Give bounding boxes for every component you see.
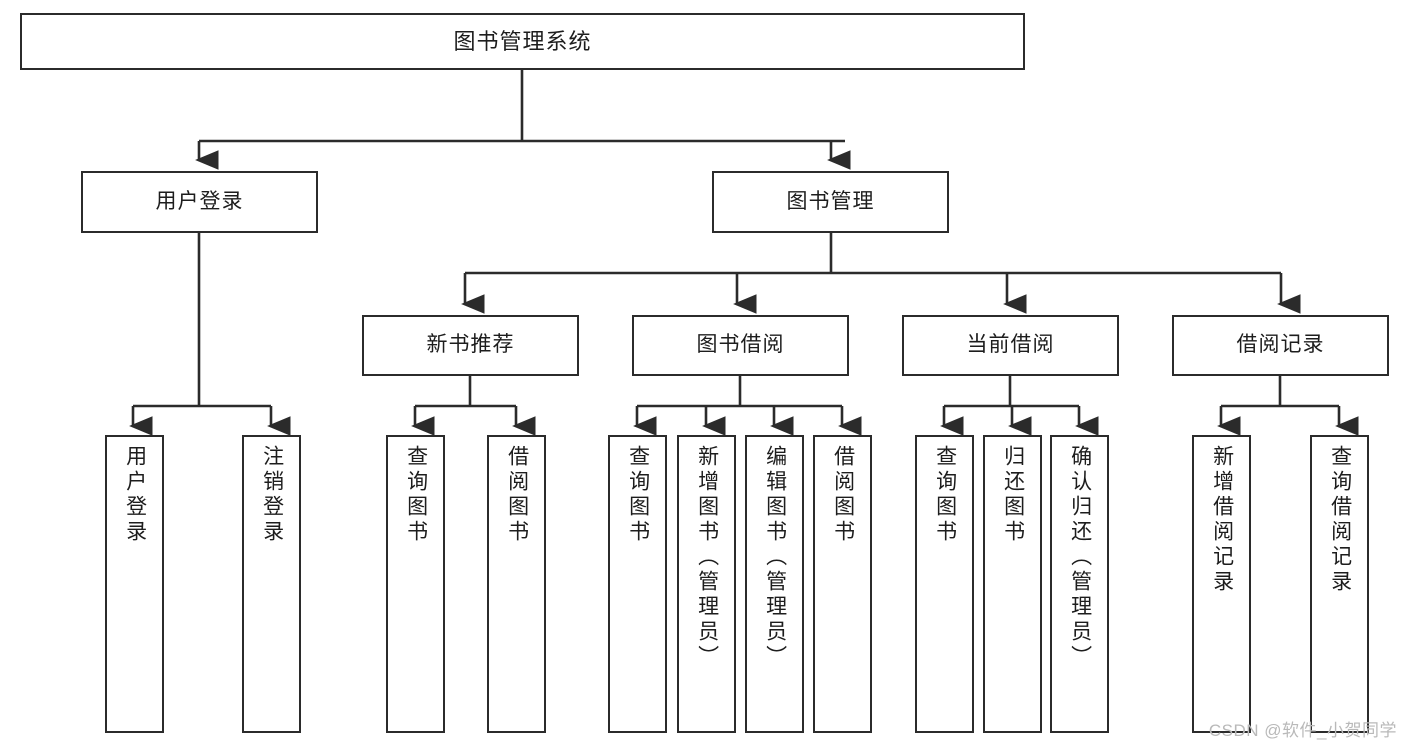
node-root-label: 图书管理系统: [453, 28, 592, 54]
node-leaf-logout-login[interactable]: 注销登录: [242, 435, 301, 733]
node-leaf-edit-book-admin[interactable]: 编辑图书（管理员）: [745, 435, 804, 733]
node-leaf-user-login[interactable]: 用户登录: [105, 435, 164, 733]
node-user-login[interactable]: 用户登录: [81, 171, 318, 233]
node-leaf-confirm-return-admin-label: 确认归还（管理员）: [1068, 445, 1092, 670]
node-book-borrow-label: 图书借阅: [696, 333, 785, 357]
node-new-book-rec[interactable]: 新书推荐: [362, 315, 579, 376]
node-leaf-edit-book-admin-label: 编辑图书（管理员）: [763, 445, 787, 670]
node-leaf-borrow-book-1-label: 借阅图书: [505, 445, 529, 545]
node-leaf-user-login-label: 用户登录: [123, 445, 147, 545]
node-leaf-query-book-2[interactable]: 查询图书: [608, 435, 667, 733]
node-user-login-label: 用户登录: [155, 189, 244, 213]
csdn-watermark: CSDN @软件_小贺同学: [1208, 721, 1397, 740]
node-leaf-query-borrow-record[interactable]: 查询借阅记录: [1310, 435, 1369, 733]
node-leaf-query-book-2-label: 查询图书: [626, 445, 650, 545]
node-leaf-return-book[interactable]: 归还图书: [983, 435, 1042, 733]
node-leaf-add-book-admin-label: 新增图书（管理员）: [695, 445, 719, 670]
node-leaf-borrow-book-2[interactable]: 借阅图书: [813, 435, 872, 733]
node-leaf-add-borrow-record-label: 新增借阅记录: [1210, 445, 1234, 595]
node-borrow-record-label: 借阅记录: [1236, 333, 1325, 357]
node-borrow-record[interactable]: 借阅记录: [1172, 315, 1389, 376]
node-leaf-return-book-label: 归还图书: [1001, 445, 1025, 545]
node-book-borrow[interactable]: 图书借阅: [632, 315, 849, 376]
node-new-book-rec-label: 新书推荐: [426, 333, 515, 357]
node-current-borrow-label: 当前借阅: [966, 333, 1055, 357]
node-leaf-query-book-1[interactable]: 查询图书: [386, 435, 445, 733]
node-leaf-query-book-3-label: 查询图书: [933, 445, 957, 545]
node-book-manage[interactable]: 图书管理: [712, 171, 949, 233]
node-book-manage-label: 图书管理: [786, 189, 875, 213]
node-leaf-confirm-return-admin[interactable]: 确认归还（管理员）: [1050, 435, 1109, 733]
node-leaf-add-borrow-record[interactable]: 新增借阅记录: [1192, 435, 1251, 733]
node-leaf-logout-login-label: 注销登录: [260, 445, 284, 545]
node-current-borrow[interactable]: 当前借阅: [902, 315, 1119, 376]
node-root[interactable]: 图书管理系统: [20, 13, 1025, 70]
node-leaf-add-book-admin[interactable]: 新增图书（管理员）: [677, 435, 736, 733]
node-leaf-borrow-book-1[interactable]: 借阅图书: [487, 435, 546, 733]
node-leaf-query-borrow-record-label: 查询借阅记录: [1328, 445, 1352, 595]
node-leaf-query-book-3[interactable]: 查询图书: [915, 435, 974, 733]
node-leaf-borrow-book-2-label: 借阅图书: [831, 445, 855, 545]
node-leaf-query-book-1-label: 查询图书: [404, 445, 428, 545]
